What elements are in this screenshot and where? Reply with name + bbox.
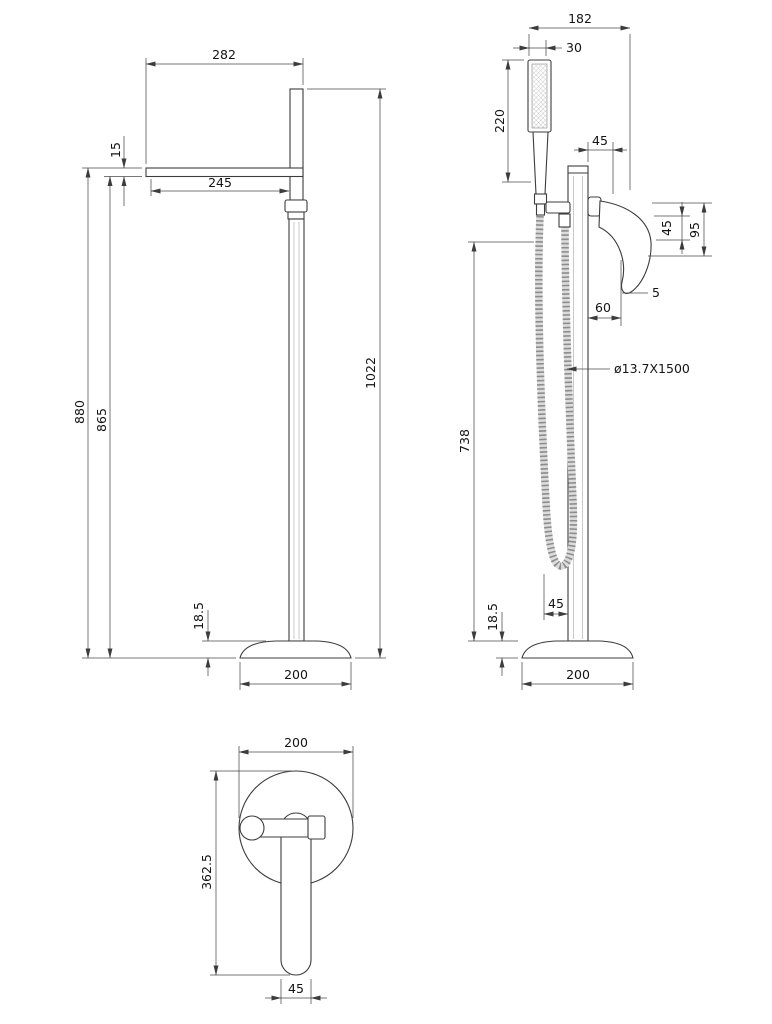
dim-label-1022: 1022 <box>363 357 378 389</box>
floor-base-front <box>521 640 634 659</box>
lever-end-block <box>307 815 326 840</box>
dim-handle-clearance: 5 <box>622 285 660 300</box>
handset-connector <box>533 193 548 205</box>
riser-post <box>288 218 305 642</box>
dim-base-width-side: 200 <box>239 662 352 690</box>
dim-base-thickness-side: 18.5 <box>191 602 266 676</box>
dim-label-880: 880 <box>72 400 87 424</box>
spout-riser <box>289 88 304 201</box>
dim-hose-drop: 738 <box>457 241 534 642</box>
dim-label-30: 30 <box>566 40 582 55</box>
spout-plan <box>280 812 312 976</box>
shower-hose-ribs <box>535 215 578 570</box>
dim-handle-height: 95 <box>648 202 712 257</box>
dim-handle-projection: 60 <box>587 260 622 326</box>
dim-height-spout-underside: 865 <box>94 176 142 659</box>
dim-label-15: 15 <box>108 142 123 158</box>
front-view: 182 30 220 45 <box>457 11 712 690</box>
hose-spec-label: ø13.7X1500 <box>614 361 690 376</box>
dim-label-18-5-side: 18.5 <box>191 602 206 630</box>
dim-base-thickness-front: 18.5 <box>485 603 518 676</box>
dim-label-245: 245 <box>208 175 232 190</box>
dim-label-45-hose: 45 <box>548 596 564 611</box>
top-view-fixture <box>238 770 354 976</box>
top-view: 200 362.5 45 <box>199 735 354 1004</box>
dim-label-362-5: 362.5 <box>199 854 214 890</box>
dim-spout-reach: 245 <box>150 175 290 196</box>
handset-spray-face <box>531 63 548 129</box>
front-view-fixture <box>521 59 652 659</box>
lever-handle <box>598 200 652 294</box>
union-nut <box>284 199 308 213</box>
dim-label-45-top: 45 <box>592 133 608 148</box>
dim-label-60: 60 <box>595 300 611 315</box>
dim-handset-length: 220 <box>492 59 531 183</box>
floor-base <box>239 640 352 659</box>
dim-base-width-front: 200 <box>521 662 634 690</box>
dim-label-738: 738 <box>457 429 472 453</box>
dim-label-18-5-front: 18.5 <box>485 603 500 631</box>
dim-label-45-plan: 45 <box>288 981 304 996</box>
dim-label-220: 220 <box>492 109 507 133</box>
handset-handle <box>532 131 549 195</box>
dim-hose-offset: 45 <box>543 574 569 620</box>
dim-spout-thickness: 15 <box>108 136 127 206</box>
dim-label-5: 5 <box>652 285 660 300</box>
spout-bar <box>145 167 304 178</box>
dim-spout-width: 45 <box>265 979 327 1004</box>
dim-spout-projection: 362.5 <box>199 770 292 976</box>
side-view: 282 15 245 880 865 1022 <box>72 47 386 690</box>
dim-top-offset: 45 <box>574 133 627 194</box>
holder-bracket <box>545 201 571 214</box>
dim-spout-overall: 282 <box>145 47 304 164</box>
dim-label-182: 182 <box>568 11 592 26</box>
side-view-fixture <box>145 88 352 659</box>
dim-overall-height: 1022 <box>307 88 386 659</box>
dim-base-diameter: 200 <box>238 735 354 818</box>
dim-label-865: 865 <box>94 408 109 432</box>
dim-label-200-side: 200 <box>284 667 308 682</box>
dim-overall-width: 182 <box>528 11 631 190</box>
dim-label-200-front: 200 <box>566 667 590 682</box>
lever-knob <box>239 815 265 841</box>
dim-label-95: 95 <box>687 222 702 238</box>
dim-label-200-top: 200 <box>284 735 308 750</box>
dim-label-45-handle: 45 <box>659 220 674 236</box>
hose-nut <box>558 213 571 228</box>
dim-label-282: 282 <box>212 47 236 62</box>
hose-connector <box>535 203 546 216</box>
hose-spec-callout: ø13.7X1500 <box>566 361 690 376</box>
dim-handset-width: 30 <box>513 40 582 56</box>
union-collar <box>287 211 305 220</box>
dim-handle-drop: 45 <box>654 202 690 254</box>
